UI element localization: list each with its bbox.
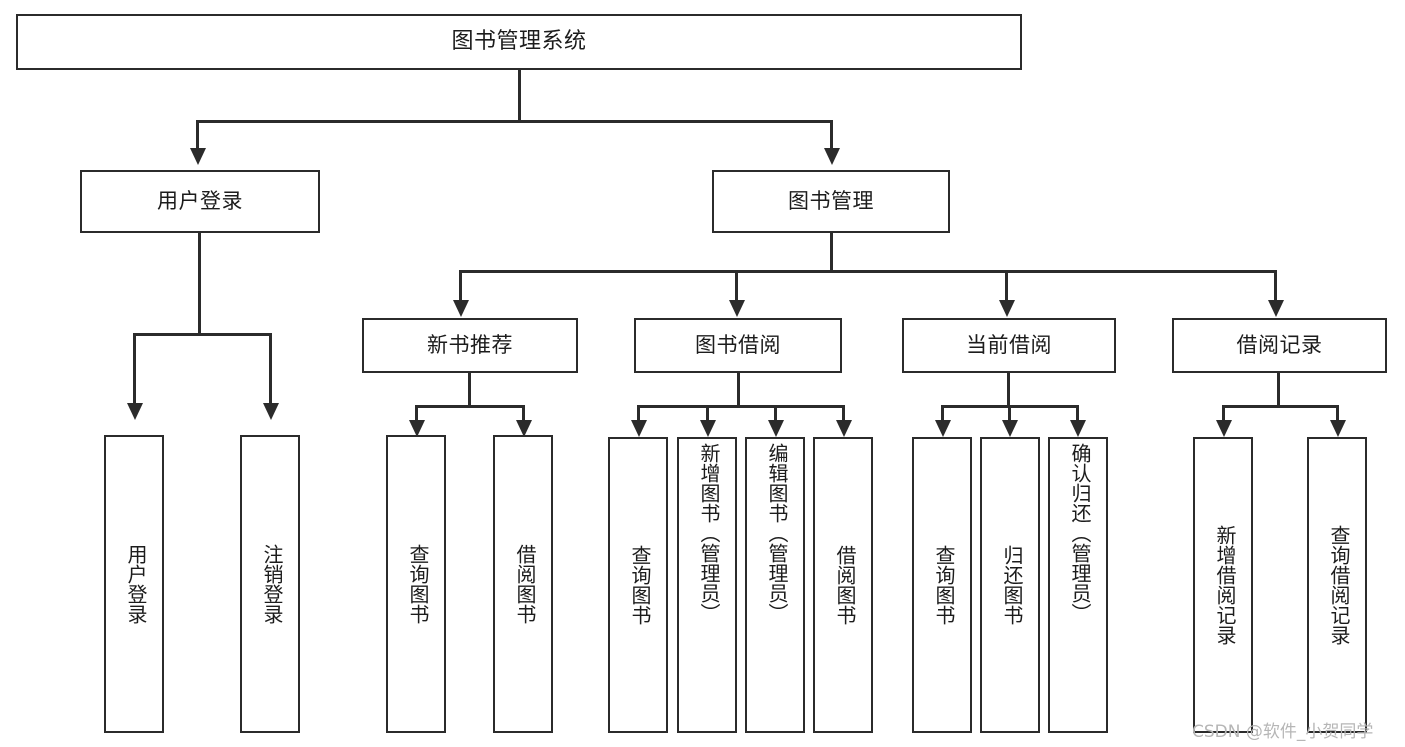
node-book-management[interactable]: 图书管理 <box>712 170 950 233</box>
leaf-label: 确认归还（管理员） <box>1068 443 1092 623</box>
connector-bb-to-leaf-4 <box>842 405 845 423</box>
connector-new-book-bar <box>415 405 525 408</box>
leaf-label: 查询图书 <box>932 545 956 625</box>
node-label: 当前借阅 <box>966 333 1052 358</box>
connector-current-borrow-stem <box>1007 373 1010 408</box>
connector-bb-to-leaf-1 <box>637 405 640 423</box>
arrowhead-book-management <box>824 148 840 165</box>
leaf-label: 查询图书 <box>406 544 430 624</box>
connector-newbook-to-leaf-1 <box>415 405 418 423</box>
arrowhead-user-login <box>190 148 206 165</box>
arrowhead-leaf-logout <box>263 403 279 420</box>
arrowhead-leaf-user-login <box>127 403 143 420</box>
leaf-query-book-new-recommend[interactable]: 查询图书 <box>386 435 446 733</box>
node-book-management-system[interactable]: 图书管理系统 <box>16 14 1022 70</box>
node-label: 图书借阅 <box>695 333 781 358</box>
leaf-confirm-return-admin[interactable]: 确认归还（管理员） <box>1048 437 1108 733</box>
node-label: 图书管理系统 <box>451 29 587 55</box>
arrowhead-leaf-edit-book <box>768 420 784 437</box>
leaf-label: 查询图书 <box>628 545 652 625</box>
connector-root-to-book-management <box>830 120 833 150</box>
leaf-label: 借阅图书 <box>833 545 857 625</box>
connector-bm-to-book-borrow <box>735 270 738 302</box>
node-borrow-record[interactable]: 借阅记录 <box>1172 318 1387 373</box>
connector-root-stem <box>518 70 521 122</box>
leaf-logout[interactable]: 注销登录 <box>240 435 300 733</box>
connector-bb-to-leaf-3 <box>774 405 777 423</box>
arrowhead-leaf-query-book-b <box>631 420 647 437</box>
connector-book-borrow-stem <box>737 373 740 408</box>
node-new-book-recommend[interactable]: 新书推荐 <box>362 318 578 373</box>
connector-root-bar <box>196 120 833 123</box>
leaf-borrow-book-new-recommend[interactable]: 借阅图书 <box>493 435 553 733</box>
leaf-label: 新增借阅记录 <box>1213 525 1237 645</box>
node-current-borrow[interactable]: 当前借阅 <box>902 318 1116 373</box>
arrowhead-leaf-borrow-book-a <box>516 420 532 437</box>
connector-user-login-bar <box>133 333 272 336</box>
leaf-label: 借阅图书 <box>513 544 537 624</box>
leaf-label: 查询借阅记录 <box>1327 525 1351 645</box>
arrowhead-borrow-record <box>1268 300 1284 317</box>
arrowhead-leaf-return-book <box>1002 420 1018 437</box>
arrowhead-leaf-add-book <box>700 420 716 437</box>
node-label: 借阅记录 <box>1236 333 1323 358</box>
leaf-return-book[interactable]: 归还图书 <box>980 437 1040 733</box>
connector-borrow-record-stem <box>1277 373 1280 408</box>
arrowhead-leaf-confirm-return <box>1070 420 1086 437</box>
connector-cb-to-leaf-1 <box>941 405 944 423</box>
leaf-query-book-borrow[interactable]: 查询图书 <box>608 437 668 733</box>
arrowhead-leaf-add-record <box>1216 420 1232 437</box>
leaf-label: 用户登录 <box>124 544 148 624</box>
leaf-label: 编辑图书（管理员） <box>765 443 789 623</box>
arrowhead-leaf-query-book-a <box>409 420 425 437</box>
connector-user-login-to-leaf-2 <box>269 333 272 405</box>
node-user-login[interactable]: 用户登录 <box>80 170 320 233</box>
arrowhead-book-borrow <box>729 300 745 317</box>
connector-book-management-bar <box>459 270 1277 273</box>
leaf-label: 注销登录 <box>260 544 284 624</box>
connector-bb-to-leaf-2 <box>706 405 709 423</box>
connector-new-book-stem <box>468 373 471 408</box>
arrowhead-new-book-recommend <box>453 300 469 317</box>
node-label: 新书推荐 <box>427 333 513 358</box>
leaf-edit-book-admin[interactable]: 编辑图书（管理员） <box>745 437 805 733</box>
leaf-label: 新增图书（管理员） <box>697 443 721 623</box>
connector-root-to-user-login <box>196 120 199 150</box>
leaf-query-book-current[interactable]: 查询图书 <box>912 437 972 733</box>
node-label: 用户登录 <box>157 189 243 214</box>
leaf-borrow-book-borrow[interactable]: 借阅图书 <box>813 437 873 733</box>
connector-newbook-to-leaf-2 <box>522 405 525 423</box>
connector-user-login-stem <box>198 233 201 335</box>
arrowhead-leaf-borrow-book-b <box>836 420 852 437</box>
leaf-query-borrow-record[interactable]: 查询借阅记录 <box>1307 437 1367 733</box>
arrowhead-leaf-query-book-c <box>935 420 951 437</box>
arrowhead-current-borrow <box>999 300 1015 317</box>
connector-br-to-leaf-2 <box>1336 405 1339 423</box>
connector-bm-to-new-book <box>459 270 462 302</box>
connector-book-management-stem <box>830 233 833 273</box>
leaf-add-book-admin[interactable]: 新增图书（管理员） <box>677 437 737 733</box>
leaf-user-login[interactable]: 用户登录 <box>104 435 164 733</box>
connector-bm-to-borrow-record <box>1274 270 1277 302</box>
connector-book-borrow-bar <box>637 405 845 408</box>
connector-br-to-leaf-1 <box>1222 405 1225 423</box>
arrowhead-leaf-query-record <box>1330 420 1346 437</box>
connector-borrow-record-bar <box>1222 405 1339 408</box>
node-label: 图书管理 <box>788 189 874 214</box>
connector-cb-to-leaf-3 <box>1076 405 1079 423</box>
leaf-label: 归还图书 <box>1000 545 1024 625</box>
connector-user-login-to-leaf-1 <box>133 333 136 405</box>
connector-bm-to-current-borrow <box>1005 270 1008 302</box>
node-book-borrow[interactable]: 图书借阅 <box>634 318 842 373</box>
leaf-add-borrow-record[interactable]: 新增借阅记录 <box>1193 437 1253 733</box>
connector-cb-to-leaf-2 <box>1008 405 1011 423</box>
